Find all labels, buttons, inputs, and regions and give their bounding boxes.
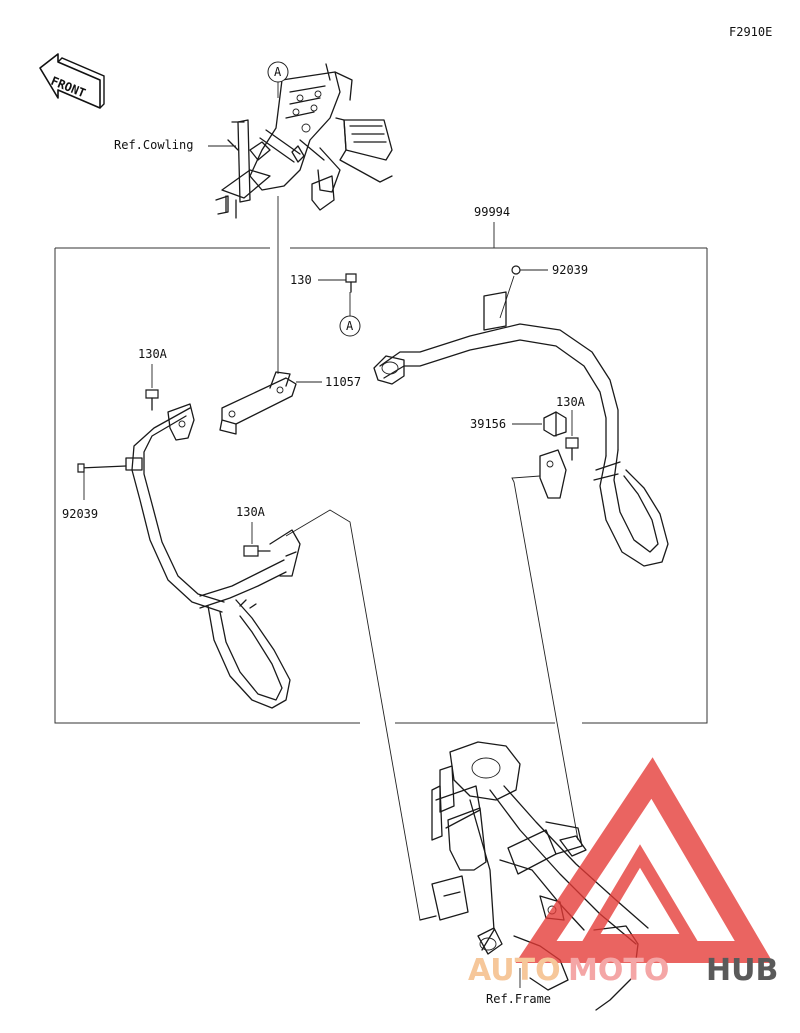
- callout-a-top: [267, 61, 289, 98]
- part-92039-right-label: 92039: [552, 263, 588, 277]
- callout-a-top-letter: A: [274, 65, 282, 79]
- ref-frame-label: Ref.Frame: [486, 992, 551, 1006]
- left-guard-bar: [125, 403, 301, 709]
- bolt-130-icon: [345, 273, 357, 293]
- ref-cowling-label: Ref.Cowling: [114, 138, 193, 152]
- part-130a-right-label: 130A: [556, 395, 586, 409]
- bolt-130a-right-icon: [565, 437, 579, 461]
- part-92039-left-label: 92039: [62, 507, 98, 521]
- watermark-moto-text: MOTO: [568, 953, 669, 988]
- pin-92039-right-icon: [499, 265, 521, 319]
- watermark-hub-text: HUB: [706, 953, 778, 988]
- right-guard-bar: [373, 291, 669, 567]
- callout-a-mid-letter: A: [346, 319, 354, 333]
- bolt-130a-lower-icon: [243, 545, 271, 557]
- assembly-number: 99994: [474, 205, 510, 219]
- part-130-label: 130: [290, 273, 312, 287]
- bracket-11057: [219, 371, 297, 435]
- pin-92039-left-icon: [77, 463, 127, 500]
- part-11057-label: 11057: [325, 375, 361, 389]
- part-39156-label: 39156: [470, 417, 506, 431]
- part-130a-left-label: 130A: [138, 347, 168, 361]
- front-arrow-icon: [39, 53, 105, 109]
- part-130a-lower-label: 130A: [236, 505, 266, 519]
- watermark-auto-text: AUTO: [468, 953, 561, 988]
- cowling-bracket: [215, 63, 393, 219]
- pad-39156-icon: [543, 411, 567, 437]
- callout-a-mid: [339, 292, 361, 337]
- assembly-box: [54, 247, 708, 724]
- watermark-logo: [515, 757, 774, 963]
- bolt-130a-left-icon: [145, 389, 159, 411]
- figure-code: F2910E: [729, 25, 772, 39]
